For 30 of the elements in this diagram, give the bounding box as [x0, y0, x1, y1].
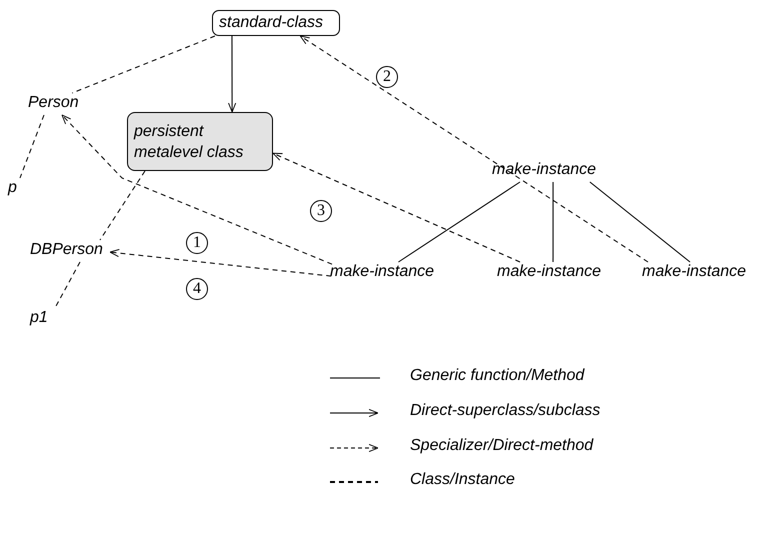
edge-label: 1 [186, 232, 208, 254]
node-label: make-instance [642, 262, 762, 284]
connector-line [54, 262, 80, 308]
legend-label: Direct-superclass/subclass [410, 402, 600, 420]
connector-line [72, 36, 216, 94]
node-label: p1 [30, 308, 56, 330]
node-label: make-instance [497, 262, 615, 284]
connector-line [20, 114, 44, 178]
node-label: p [8, 178, 24, 200]
arrow [228, 36, 236, 112]
edge-label: 2 [376, 66, 398, 88]
connector-line [100, 170, 146, 240]
arrow [62, 114, 332, 265]
arrow [300, 36, 648, 262]
legend-label: Class/Instance [410, 471, 515, 489]
class-box: standard-class [212, 10, 340, 36]
arrow [110, 249, 332, 277]
connector-line [589, 182, 690, 262]
connector-line [398, 182, 521, 262]
legend-label: Generic function/Method [410, 367, 584, 385]
edge-label: 3 [310, 200, 332, 222]
connector-line [552, 182, 554, 262]
class-box: persistent metalevel class [127, 112, 273, 171]
node-label: make-instance [330, 262, 448, 284]
arrow [272, 152, 520, 262]
legend-label: Specializer/Direct-method [410, 437, 594, 455]
node-label: Person [28, 93, 96, 115]
node-label: DBPerson [30, 240, 110, 262]
node-label: make-instance [492, 160, 628, 182]
edge-label: 4 [186, 278, 208, 300]
